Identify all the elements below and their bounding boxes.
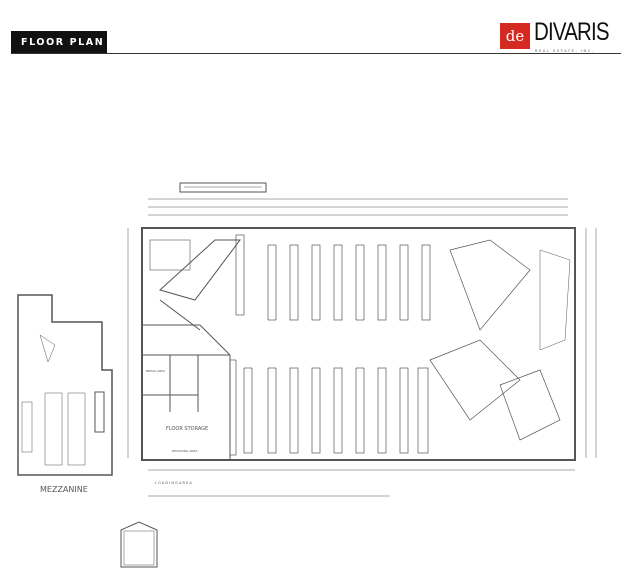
header-divider [11, 53, 621, 54]
shelf-unit [399, 367, 409, 454]
shelf-unit [311, 367, 321, 454]
shelf-unit [243, 367, 253, 454]
shelving-rows [229, 234, 431, 456]
dumpster-enclosure [120, 521, 158, 568]
receiving-area-label: RECEIVING AREA [172, 449, 198, 453]
shelf-unit [333, 367, 343, 454]
shelf-unit [235, 234, 245, 316]
shelf-unit [355, 244, 365, 321]
break-area-label: BREAK AREA [146, 369, 166, 373]
shelf-unit [399, 244, 409, 321]
shelf-unit [311, 244, 321, 321]
loading-area-label: L O A D I N G A R E A [155, 481, 192, 485]
shelf-unit [267, 244, 277, 321]
dimension-lines [127, 198, 597, 497]
shelf-unit [377, 244, 387, 321]
logo-mark: de [500, 23, 530, 49]
mezzanine-outline [17, 294, 113, 476]
shelf-unit [289, 244, 299, 321]
top-fixture [179, 182, 267, 193]
shelf-unit [355, 367, 365, 454]
logo-name: DIVARIS [534, 18, 610, 46]
divaris-logo: de DIVARIS REAL ESTATE, INC. [500, 20, 622, 54]
logo-subtitle: REAL ESTATE, INC. [535, 49, 595, 53]
mezzanine-label: MEZZANINE [40, 485, 88, 494]
shelf-unit [421, 244, 431, 321]
shelf-unit [267, 367, 277, 454]
shelf-unit [289, 367, 299, 454]
page-title: FLOOR PLAN [11, 31, 107, 54]
shelf-unit [377, 367, 387, 454]
floor-storage-label: FLOOR STORAGE [166, 426, 208, 432]
shelf-unit [333, 244, 343, 321]
shelf-unit [417, 367, 429, 454]
shelf-unit [229, 359, 237, 456]
